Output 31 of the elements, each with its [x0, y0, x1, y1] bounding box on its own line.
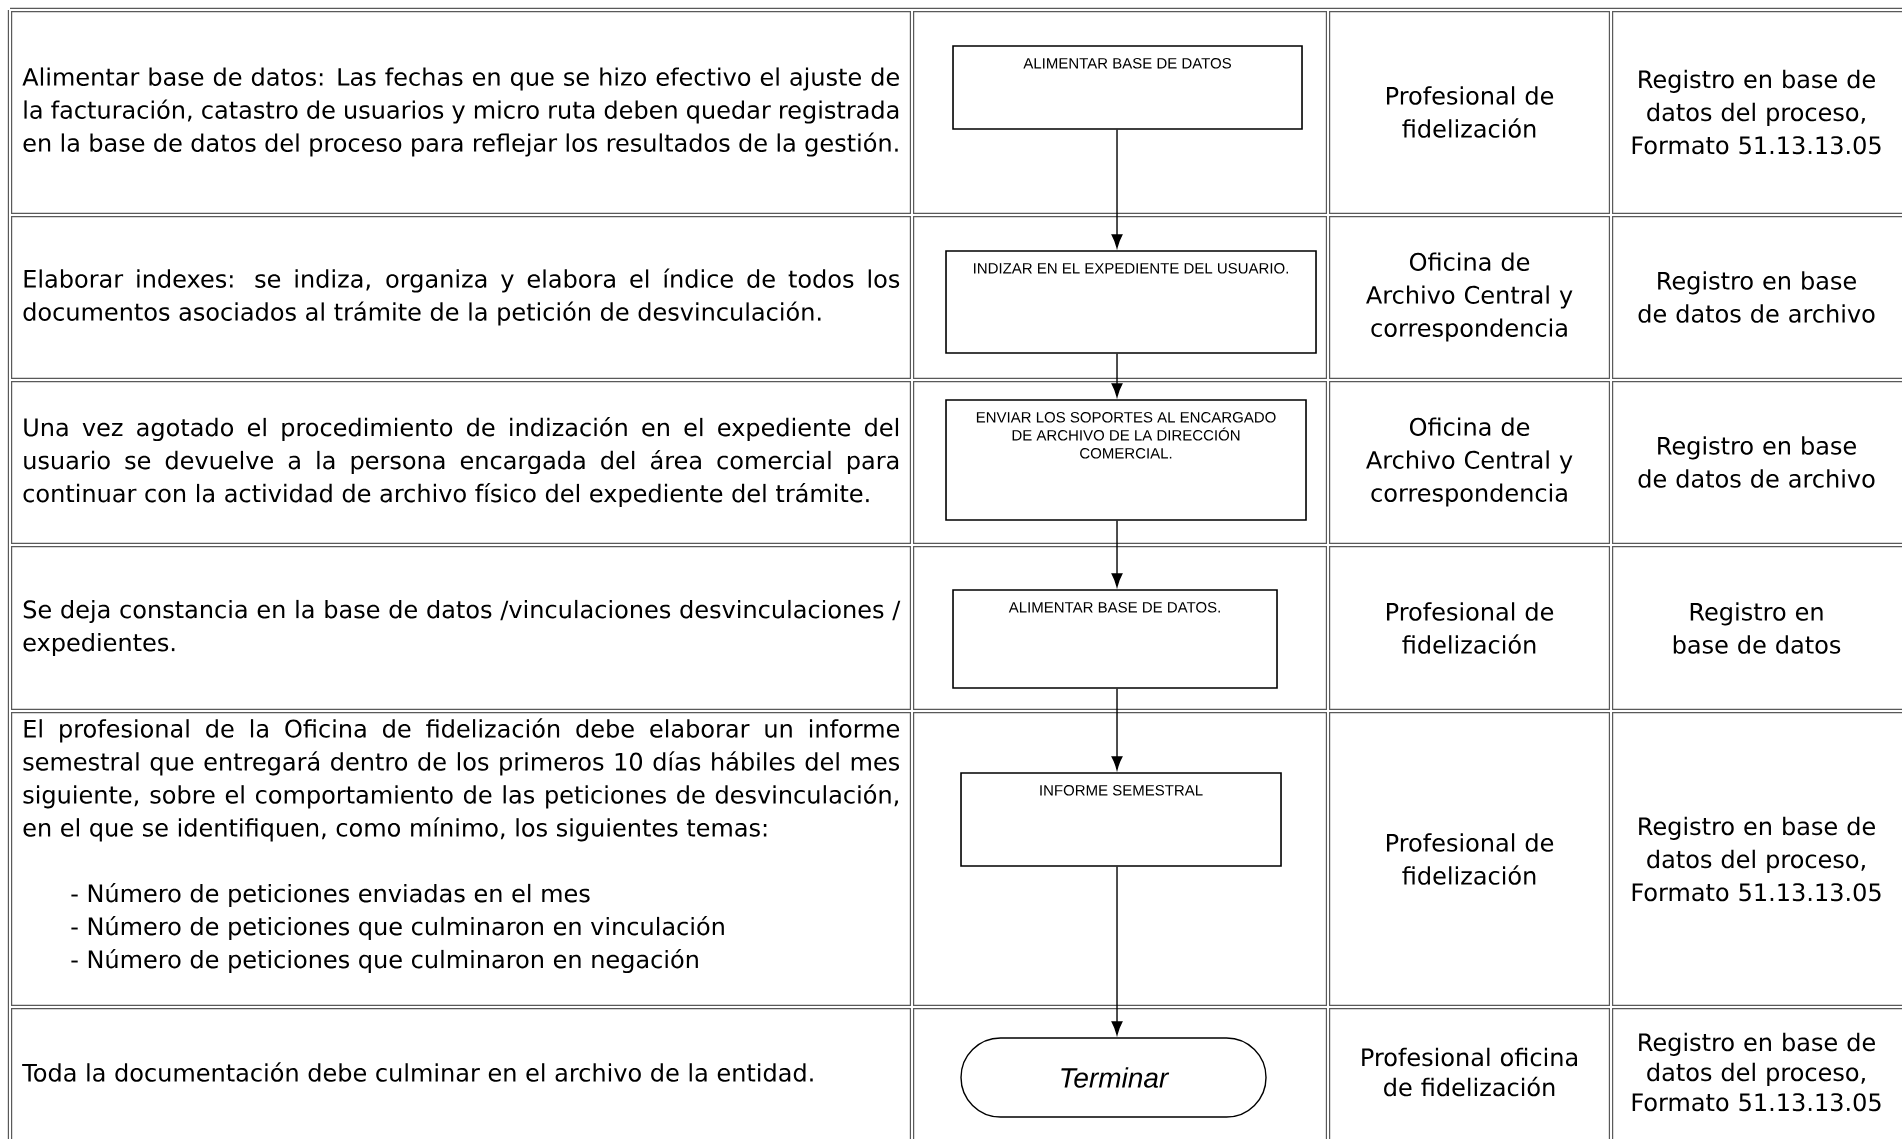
table-cell-text: Registro en base de datos del proceso, Formato 51.13.13.05 — [1632, 816, 1881, 902]
arrow — [1111, 520, 1123, 587]
process-box: INFORME SEMESTRAL — [960, 772, 1282, 867]
arrow — [1111, 688, 1123, 770]
table-cell-text: Registro en base de datos del proceso, Formato 51.13.13.05 — [1632, 1032, 1881, 1112]
table-cell-text: Profesional de fidelización — [1387, 86, 1554, 138]
process-box: ALIMENTAR BASE DE DATOS. — [952, 589, 1278, 689]
table-cell-text: Oficina de Archivo Central y correspondencia — [1366, 252, 1573, 342]
table-cell-text: Profesional de fidelización — [1387, 833, 1554, 885]
table-cell-text: Registro en base de datos del proceso, Formato 51.13.13.05 — [1632, 69, 1881, 155]
table-cell-text: Registro en base de datos de archivo — [1638, 436, 1875, 488]
arrow — [1111, 866, 1123, 1036]
process-box: ALIMENTAR BASE DE DATOS — [952, 45, 1303, 130]
description-text: Elaborar indexes: se indiza, organiza y elabora el índice de todos los documentos asociados al trámite de la petición de desvinculación. — [23, 268, 900, 326]
arrow — [1111, 129, 1123, 248]
arrow — [1111, 353, 1123, 397]
list-item: - Número de peticiones enviadas en el mes — [71, 882, 590, 908]
list-item: - Número de peticiones que culminaron en vinculación — [71, 915, 724, 941]
table-cell-text: Registro en base de datos — [1673, 602, 1841, 654]
process-box: ENVIAR LOS SOPORTES AL ENCARGADO DE ARCHIVO DE LA DIRECCIÓN COMERCIAL. — [945, 399, 1307, 521]
list-item: - Número de peticiones que culminaron en negación — [71, 948, 698, 974]
table-cell-text: Registro en base de datos de archivo — [1638, 271, 1875, 323]
table-cell-text: Oficina de Archivo Central y correspondencia — [1366, 417, 1573, 507]
process-box: INDIZAR EN EL EXPEDIENTE DEL USUARIO. — [945, 250, 1317, 354]
description-text: Toda la documentación debe culminar en el archivo de la entidad. — [22, 1062, 813, 1082]
table-cell-text: Profesional de fidelización — [1387, 602, 1554, 654]
description-text: El profesional de la Oficina de fidelización debe elaborar un informe semestral que entregará dentro de los primeros 10 días hábiles del mes siguiente, sobre el comportamiento de las peticiones de desvinculación, en el que se identifiquen, como mínimo, los siguientes temas: — [23, 718, 900, 842]
table-cell-text: Profesional oficina de fidelización — [1362, 1047, 1577, 1097]
description-text: Alimentar base de datos: Las fechas en que se hizo efectivo el ajuste de la facturación, catastro de usuarios y micro ruta deben quedar registrada en la base de datos del proceso para reflejar los resultados de la gestión. — [22, 67, 899, 157]
description-text: Se deja constancia en la base de datos /vinculaciones desvinculaciones / expedientes. — [23, 599, 901, 657]
description-text: Una vez agotado el procedimiento de indización en el expediente del usuario se devuelve a la persona encargada del área comercial para continuar con la actividad de archivo físico del expediente del trámite. — [23, 416, 899, 508]
